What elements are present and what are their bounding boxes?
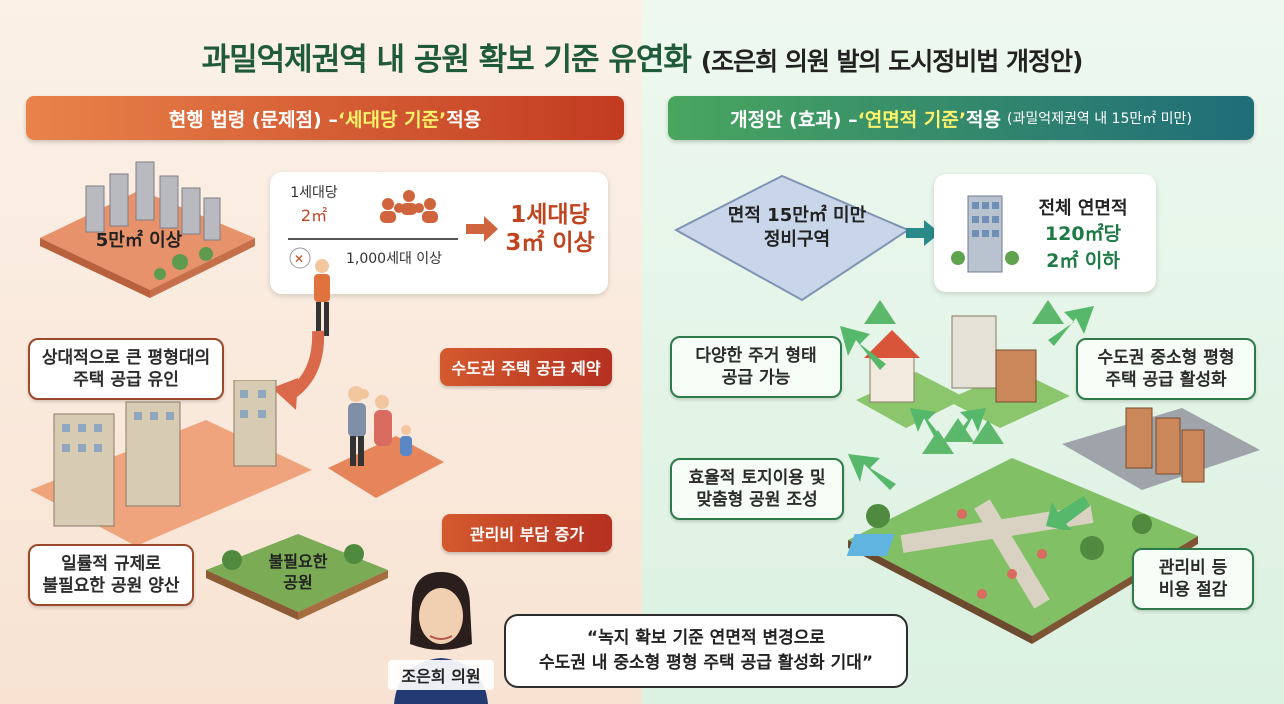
page-title: 과밀억제권역 내 공원 확보 기준 유연화 (조은희 의원 발의 도시정비법 개… [0,34,1284,79]
unnecessary-park-label: 불필요한 공원 [268,552,328,592]
arrow-right-icon [466,216,498,242]
banner-left-prefix: 현행 법령 (문제점) – [168,108,338,131]
ratio-top: 1세대당 2㎡ [284,182,344,226]
person-figure: ✕ [289,247,330,336]
management-cost-tag: 관리비 부담 증가 [442,514,612,552]
teal-arrow-icon [906,220,940,246]
banner-left-suffix: 적용 [446,108,482,131]
efficient-land-callout: 효율적 토지이용 및 맞춤형 공원 조성 [670,458,844,520]
supply-constraint-tag: 수도권 주택 공급 제약 [440,348,612,386]
apartment-complex-illustration [30,380,312,546]
site-area-label: 5만㎡ 이상 [95,230,183,251]
small-units-callout: 수도권 중소형 평형 주택 공급 활성화 [1076,338,1256,400]
total-floor-line3: 2㎡ 이하 [1046,249,1120,272]
ratio-result-line1: 1세대당 [510,202,590,228]
per-household-ratio-box: 1세대당 2㎡ 1,000세대 이상 1세대당 3㎡ 이상 [270,172,608,294]
banner-right-highlight: ‘연면적 기준’ [857,108,967,131]
title-sub: (조은희 의원 발의 도시정비법 개정안) [700,47,1084,76]
uniform-regulation-text: 일률적 규제로 불필요한 공원 양산 [42,553,180,596]
banner-right-small: (과밀억제권역 내 15만㎡ 미만) [1007,111,1192,127]
total-floor-area-text: 전체 연면적 120㎡당 2㎡ 이하 [1018,196,1148,274]
svg-text:✕: ✕ [294,252,304,266]
people-group-icon [380,190,438,223]
green-arrows-icon [840,306,1094,530]
uniform-regulation-callout: 일률적 규제로 불필요한 공원 양산 [28,544,194,606]
amendment-banner: 개정안 (효과) – ‘연면적 기준’ 적용 (과밀억제권역 내 15만㎡ 미만… [668,96,1254,140]
banner-right-suffix: 적용 [966,108,1002,131]
unnecessary-park-illustration [206,534,388,620]
curved-arrow-icon [272,330,325,410]
title-main: 과밀억제권역 내 공원 확보 기준 유연화 [201,42,692,78]
zone-area-label: 면적 15만㎡ 미만 정비구역 [727,205,867,251]
large-site-illustration [40,161,255,298]
ratio-result-line2: 3㎡ 이상 [505,229,595,256]
large-units-callout: 상대적으로 큰 평형대의 주택 공급 유인 [28,338,224,400]
office-building-icon [951,195,1019,273]
total-floor-line2: 120㎡당 [1044,223,1122,246]
ratio-top-label: 1세대당 [290,185,338,201]
speaker-quote: “녹지 확보 기준 연면적 변경으로 수도권 내 중소형 평형 주택 공급 활성… [504,614,908,688]
cost-saving-text: 관리비 등 비용 절감 [1158,557,1228,600]
custom-park-illustration [846,407,1260,644]
total-floor-line1: 전체 연면적 [1038,198,1128,219]
quote-line1: “녹지 확보 기준 연면적 변경으로 [586,628,826,648]
diverse-housing-callout: 다양한 주거 형태 공급 가능 [670,336,842,398]
diverse-housing-text: 다양한 주거 형태 공급 가능 [695,345,817,388]
efficient-land-text: 효율적 토지이용 및 맞춤형 공원 조성 [688,467,826,510]
ratio-divider [288,238,458,240]
quote-line2: 수도권 내 중소형 평형 주택 공급 활성화 기대” [538,652,874,673]
large-units-text: 상대적으로 큰 평형대의 주택 공급 유인 [41,347,211,390]
family-illustration [328,386,444,498]
cost-saving-callout: 관리비 등 비용 절감 [1132,548,1254,610]
ratio-result: 1세대당 3㎡ 이상 [496,202,604,257]
speaker-name: 조은희 의원 [388,660,494,690]
ratio-top-value: 2㎡ [300,206,328,225]
banner-right-prefix: 개정안 (효과) – [730,108,858,131]
ratio-bottom-label: 1,000세대 이상 [346,251,443,267]
current-law-banner: 현행 법령 (문제점) – ‘세대당 기준’ 적용 [26,96,624,140]
small-units-text: 수도권 중소형 평형 주택 공급 활성화 [1097,347,1235,390]
banner-left-highlight: ‘세대당 기준’ [337,108,447,131]
total-floor-area-box: 전체 연면적 120㎡당 2㎡ 이하 [934,174,1156,292]
